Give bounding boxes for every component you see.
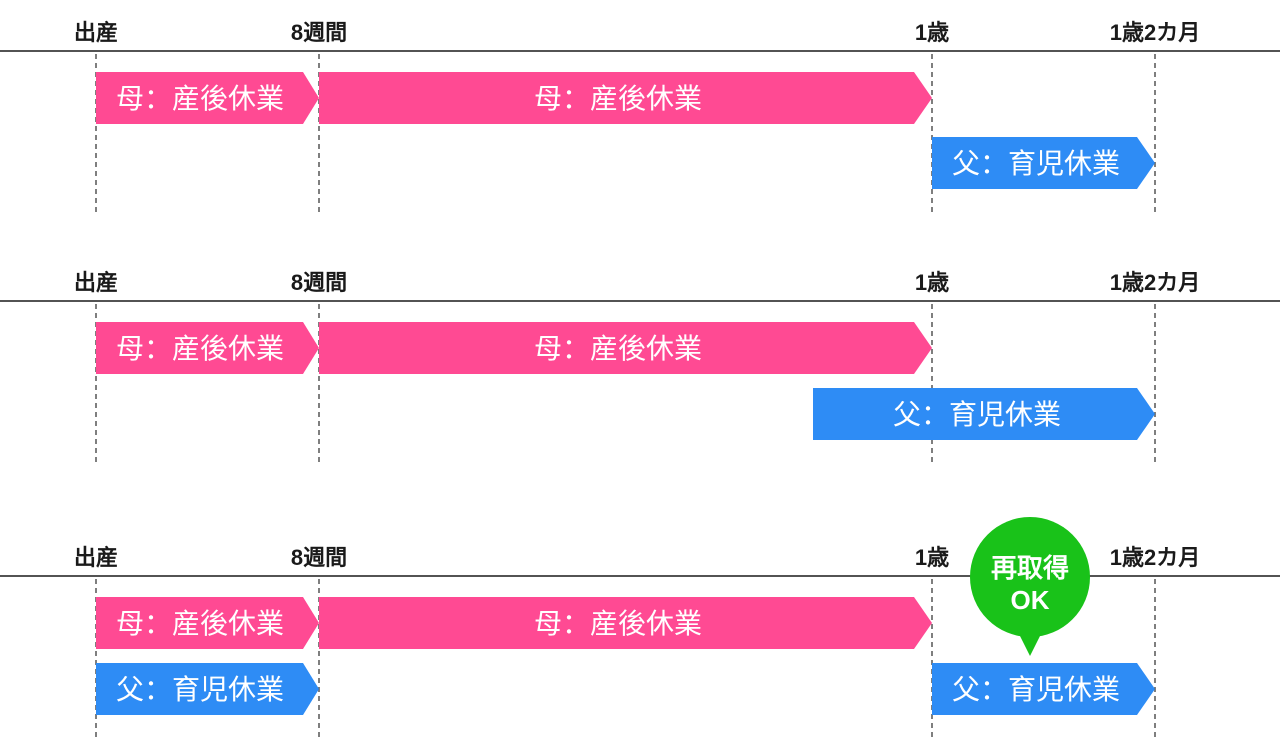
bar-mother-postpartum-1 [96, 72, 319, 124]
bar-label: 父：育児休業 [952, 148, 1120, 179]
bar-father-childcare [932, 137, 1155, 189]
bar-label: 母：産後休業 [534, 83, 702, 114]
bar-mother-postpartum-1 [96, 322, 319, 374]
scenario-2: 出産 8週間 1歳 1歳2カ月 母：産後休業 母：産後休業 父：育児休業 [0, 270, 1280, 462]
bar-label: 母：産後休業 [116, 333, 284, 364]
label-1-year-2-months: 1歳2カ月 [1110, 270, 1200, 295]
bar-father-childcare-2 [932, 663, 1155, 715]
callout-circle [970, 517, 1090, 637]
bar-label: 母：産後休業 [534, 333, 702, 364]
callout-bubble: 再取得 OK [970, 517, 1090, 656]
label-1-year: 1歳 [915, 20, 949, 45]
label-8-weeks: 8週間 [291, 270, 347, 295]
bar-label: 母：産後休業 [116, 83, 284, 114]
label-birth: 出産 [74, 20, 118, 45]
bar-label: 母：産後休業 [116, 608, 284, 639]
bar-mother-postpartum-2 [319, 597, 932, 649]
bar-label: 父：育児休業 [952, 674, 1120, 705]
label-1-year-2-months: 1歳2カ月 [1110, 20, 1200, 45]
callout-pointer [1017, 630, 1043, 656]
label-1-year: 1歳 [915, 270, 949, 295]
label-birth: 出産 [74, 270, 118, 295]
label-8-weeks: 8週間 [291, 20, 347, 45]
label-1-year-2-months: 1歳2カ月 [1110, 545, 1200, 570]
bar-mother-postpartum-2 [319, 72, 932, 124]
label-birth: 出産 [74, 545, 118, 570]
callout-line1: 再取得 [991, 553, 1069, 583]
label-8-weeks: 8週間 [291, 545, 347, 570]
bar-label: 父：育児休業 [116, 674, 284, 705]
bar-father-childcare-1 [96, 663, 319, 715]
label-1-year: 1歳 [915, 545, 949, 570]
bar-mother-postpartum-2 [319, 322, 932, 374]
bar-label: 母：産後休業 [534, 608, 702, 639]
bar-father-childcare [813, 388, 1155, 440]
bar-mother-postpartum-1 [96, 597, 319, 649]
scenario-1: 出産 8週間 1歳 1歳2カ月 母：産後休業 母：産後休業 父：育児休業 [0, 20, 1280, 212]
scenario-3: 出産 8週間 1歳 1歳2カ月 母：産後休業 母：産後休業 父：育児休業 父：育… [0, 517, 1280, 740]
callout-line2: OK [1011, 585, 1050, 615]
bar-label: 父：育児休業 [893, 399, 1061, 430]
